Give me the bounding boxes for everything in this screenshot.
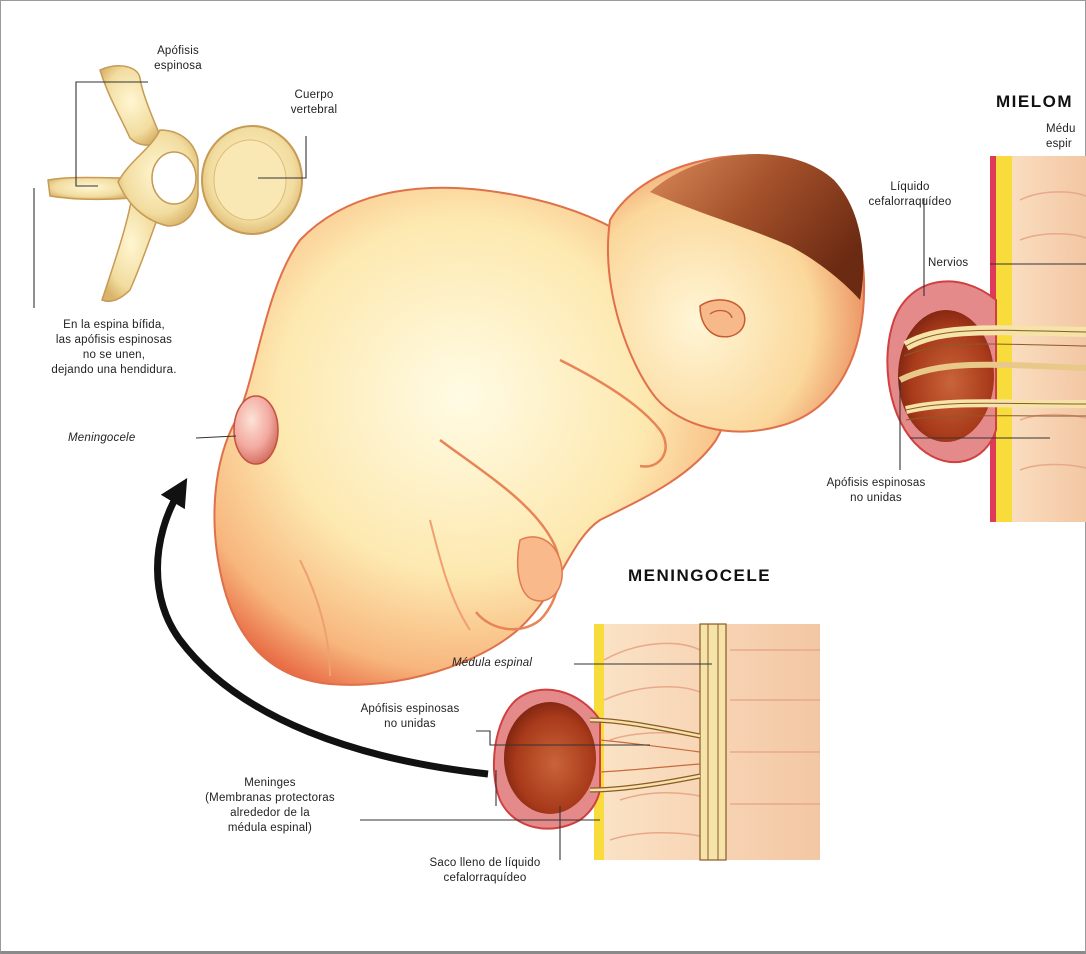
label-apofisis-no-unidas: Apófisis espinosas no unidas [340, 702, 480, 732]
label-medula-espinal-cut: Médu espir [1046, 122, 1076, 152]
label-liquido-cefalorraquideo: Líquido cefalorraquídeo [840, 180, 980, 210]
title-meningocele: MENINGOCELE [628, 566, 771, 586]
vertebra-drawing [48, 66, 302, 301]
label-cuerpo-vertebral: Cuerpo vertebral [284, 88, 344, 118]
label-nervios: Nervios [928, 256, 968, 271]
baby-figure [214, 154, 864, 685]
label-meningocele-pointer: Meningocele [68, 431, 135, 446]
label-saco-liquido: Saco lleno de líquido cefalorraquídeo [400, 856, 570, 886]
label-apofisis-espinosa: Apófisis espinosa [148, 44, 208, 74]
label-medula-espinal: Médula espinal [452, 656, 532, 671]
label-apofisis-no-unidas-right: Apófisis espinosas no unidas [796, 476, 956, 506]
note-meninges: Meninges (Membranas protectoras alrededo… [190, 776, 350, 836]
note-espina-bifida: En la espina bífida, las apófisis espino… [14, 318, 214, 378]
title-mielomeningocele: MIELOM [996, 92, 1073, 112]
myelomeningocele-cross-section [887, 156, 1086, 522]
meningocele-cross-section [494, 624, 820, 860]
